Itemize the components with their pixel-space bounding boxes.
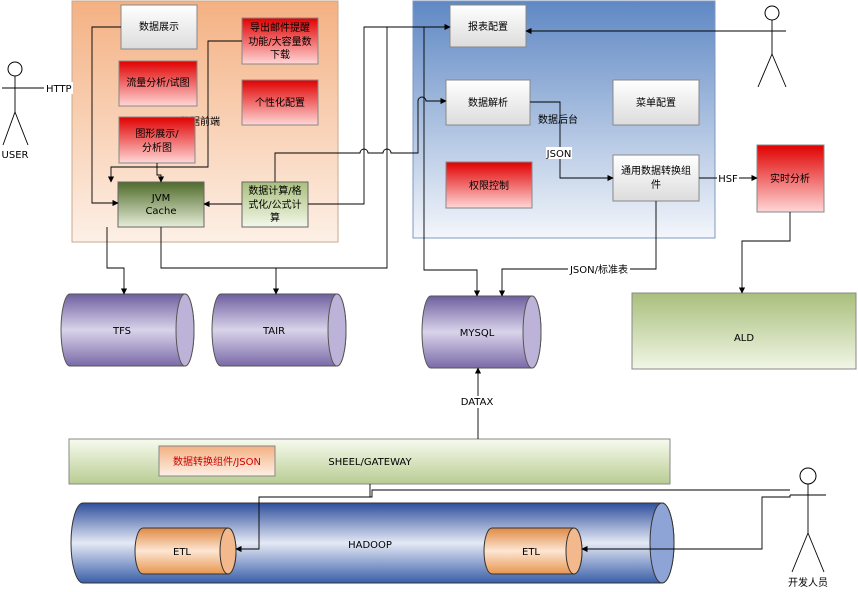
tfs-cylinder: TFS	[60, 293, 195, 367]
svg-text:菜单配置: 菜单配置	[636, 97, 676, 109]
menu-config-box: 菜单配置	[612, 79, 700, 126]
svg-text:分析图: 分析图	[142, 141, 172, 154]
tair-cylinder: TAIR	[211, 293, 347, 367]
developer-actor-icon: 开发人员	[788, 467, 828, 589]
converter-box: 通用数据转换组 件	[612, 154, 700, 202]
svg-text:TFS: TFS	[112, 326, 131, 337]
svg-text:数据展示: 数据展示	[139, 20, 179, 33]
svg-text:通用数据转换组: 通用数据转换组	[621, 164, 691, 177]
connectors	[30, 23, 791, 553]
svg-text:ETL: ETL	[173, 547, 191, 558]
svg-text:HADOOP: HADOOP	[348, 540, 392, 551]
svg-text:个性化配置: 个性化配置	[255, 96, 305, 109]
svg-text:实时分析: 实时分析	[770, 172, 810, 185]
svg-text:SHEEL/GATEWAY: SHEEL/GATEWAY	[328, 457, 412, 468]
report-config-box: 报表配置	[449, 4, 527, 48]
svg-text:ALD: ALD	[734, 333, 754, 344]
svg-text:数据解析: 数据解析	[468, 96, 508, 109]
permission-box: 权限控制	[445, 161, 533, 209]
backend-title: 数据后台	[538, 113, 578, 126]
data-display-box: 数据展示	[120, 4, 198, 50]
export-mail-box: 导出邮件提醒 功能/大容量数 下载	[241, 17, 319, 65]
jvm-cache-box: JVM Cache	[117, 181, 205, 228]
svg-text:图形展示/: 图形展示/	[135, 128, 179, 140]
data-parse-box: 数据解析	[445, 79, 531, 126]
edge-labels: HTTP JSON HSF JSON/标准表 DATAX	[44, 82, 739, 408]
svg-text:数据计算/格: 数据计算/格	[248, 184, 301, 197]
hsf-label: HSF	[718, 174, 738, 185]
ald-box: ALD	[631, 292, 857, 370]
operator-actor-icon	[757, 5, 787, 88]
json-std-label: JSON/标准表	[569, 263, 628, 276]
mysql-cylinder: MYSQL	[421, 295, 542, 369]
personalized-config-box: 个性化配置	[241, 79, 319, 126]
developer-label: 开发人员	[788, 576, 828, 589]
svg-text:数据转换组件/JSON: 数据转换组件/JSON	[173, 455, 261, 468]
svg-text:功能/大容量数: 功能/大容量数	[248, 35, 311, 48]
realtime-analysis-box: 实时分析	[756, 144, 825, 213]
graph-display-box: 图形展示/ 分析图	[118, 116, 196, 164]
gateway-component-box: 数据转换组件/JSON	[158, 445, 276, 477]
http-label: HTTP	[46, 84, 72, 95]
svg-text:报表配置: 报表配置	[468, 20, 508, 33]
datax-label: DATAX	[461, 397, 494, 408]
svg-text:TAIR: TAIR	[262, 326, 285, 337]
traffic-analysis-box: 流量分析/试图	[118, 60, 198, 107]
svg-text:MYSQL: MYSQL	[460, 328, 495, 339]
etl-left-cylinder: ETL	[134, 527, 237, 575]
svg-text:件: 件	[651, 179, 661, 191]
svg-text:权限控制: 权限控制	[469, 179, 509, 192]
svg-text:流量分析/试图: 流量分析/试图	[126, 76, 189, 89]
svg-text:导出邮件提醒: 导出邮件提醒	[250, 21, 310, 34]
svg-text:算: 算	[270, 211, 280, 224]
svg-text:Cache: Cache	[145, 206, 176, 217]
svg-text:式化/公式计: 式化/公式计	[248, 198, 301, 211]
user-actor-icon: USER	[2, 61, 30, 161]
svg-text:下载: 下载	[270, 49, 290, 61]
json-label: JSON	[546, 149, 572, 160]
svg-text:JVM: JVM	[151, 193, 170, 204]
data-calc-box: 数据计算/格 式化/公式计 算	[241, 181, 309, 228]
user-label: USER	[2, 150, 29, 161]
etl-right-cylinder: ETL	[483, 527, 583, 575]
svg-text:ETL: ETL	[522, 547, 540, 558]
